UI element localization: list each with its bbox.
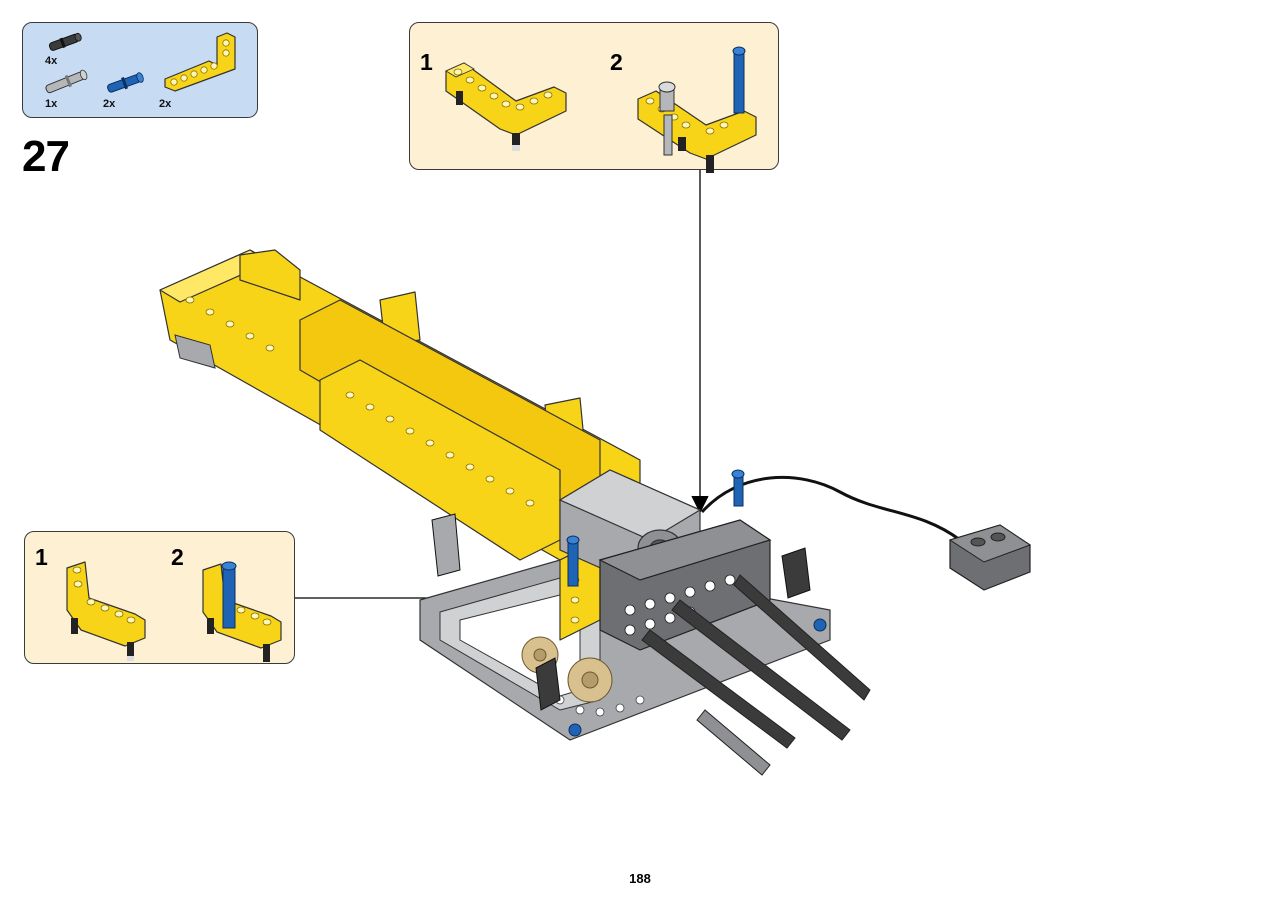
gray-axle-pin-icon xyxy=(45,69,88,94)
yellow-l-beam-with-blue-pin-icon xyxy=(202,561,282,662)
yellow-boom-assembly xyxy=(159,249,641,641)
parts-qty-yellow-l-beam: 2x xyxy=(159,98,172,110)
sub-assembly-callout-left: 1 2 xyxy=(24,531,295,664)
gray-beam-under-boom xyxy=(174,334,216,369)
sub-step-number: 1 xyxy=(420,49,433,75)
black-connector-icon xyxy=(431,513,811,711)
yellow-l-beam-with-pins-icon xyxy=(637,46,757,173)
black-pin-icon xyxy=(48,32,82,51)
sub-step-number: 2 xyxy=(610,49,623,75)
callout-pointer-line-top xyxy=(691,170,709,514)
black-axles xyxy=(641,574,871,776)
parts-list: 4x 1x 2x 2x xyxy=(22,22,258,118)
blue-pin-icon xyxy=(566,469,745,587)
battery-box-icon xyxy=(948,524,1032,591)
parts-qty-blue-pin: 2x xyxy=(103,98,116,110)
sub-step-number: 1 xyxy=(35,544,48,570)
yellow-l-beam-assembly-icon xyxy=(445,62,567,151)
step-number: 27 xyxy=(22,132,70,181)
beam-holes xyxy=(185,296,580,624)
parts-qty-gray-axle-pin: 1x xyxy=(45,98,58,110)
yellow-l-beam-icon xyxy=(164,32,236,92)
sub-assembly-callout-top: 1 2 xyxy=(409,22,779,173)
yellow-l-beam-assembly-icon xyxy=(66,561,146,661)
blue-pin-icon xyxy=(107,72,144,93)
sub-step-number: 2 xyxy=(171,544,184,570)
parts-qty-black-pin: 4x xyxy=(45,55,58,67)
page-number: 188 xyxy=(629,871,651,886)
